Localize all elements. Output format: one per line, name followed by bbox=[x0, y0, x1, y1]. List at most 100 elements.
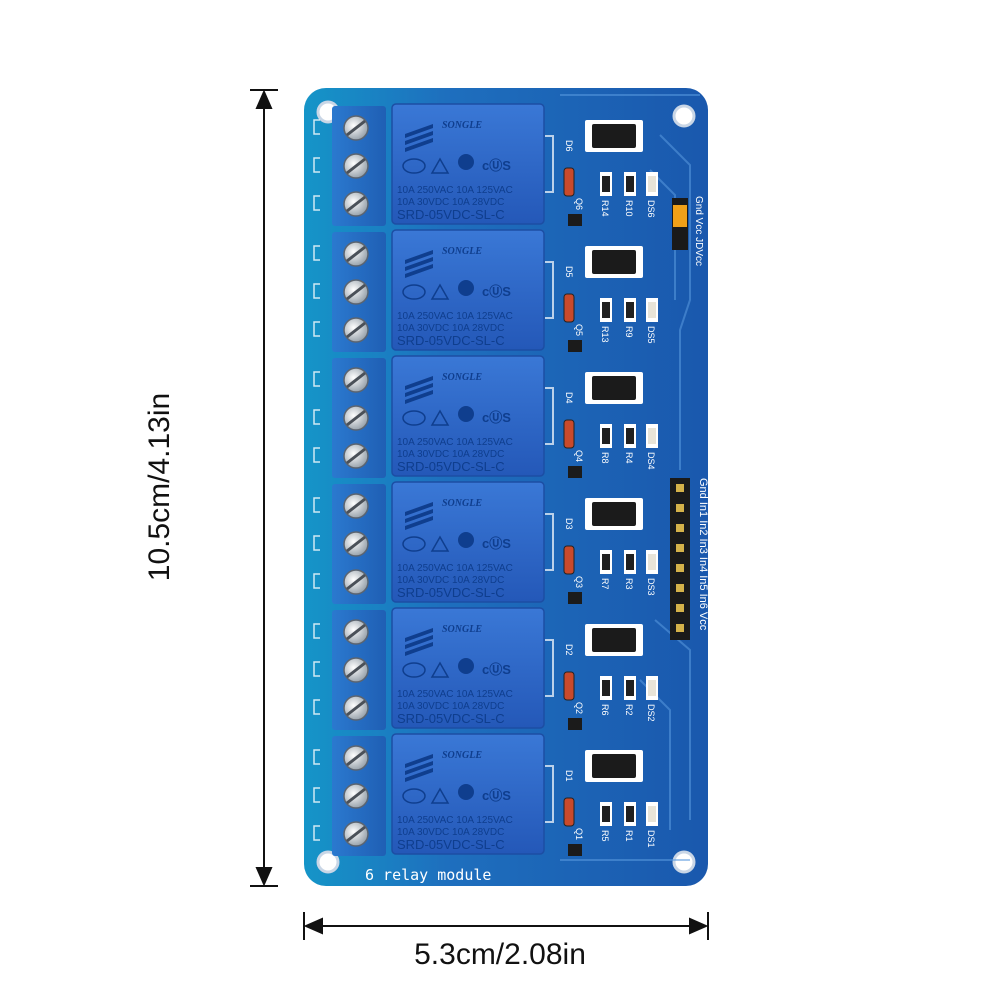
resistor bbox=[602, 302, 610, 318]
transistor bbox=[568, 340, 582, 352]
led-icon bbox=[648, 806, 656, 822]
warning-triangle-icon bbox=[430, 157, 450, 174]
relay-rating-ac: 10A 250VAC 10A 125VAC bbox=[397, 437, 513, 448]
optocoupler bbox=[592, 754, 636, 778]
diode bbox=[563, 545, 575, 575]
mounting-hole bbox=[672, 104, 696, 128]
relay-model: SRD-05VDC-SL-C bbox=[397, 711, 505, 726]
relay-rating-dc: 10A 30VDC 10A 28VDC bbox=[397, 197, 504, 208]
cqc-mark-icon bbox=[402, 158, 426, 174]
songle-logo-icon bbox=[405, 502, 433, 530]
relay-rating-ac: 10A 250VAC 10A 125VAC bbox=[397, 185, 513, 196]
cqc-mark-icon bbox=[402, 410, 426, 426]
relay-rating-ac: 10A 250VAC 10A 125VAC bbox=[397, 311, 513, 322]
warning-triangle-icon bbox=[430, 283, 450, 300]
ul-mark-icon: cⓊS bbox=[482, 662, 511, 677]
ul-mark-icon: cⓊS bbox=[482, 158, 511, 173]
resistor-label: R4 bbox=[624, 452, 634, 464]
relay-rating-ac: 10A 250VAC 10A 125VAC bbox=[397, 563, 513, 574]
vertical-dimension-arrow bbox=[250, 89, 278, 887]
diode bbox=[563, 167, 575, 197]
relay-brand: SONGLE bbox=[442, 498, 482, 509]
resistor bbox=[602, 554, 610, 570]
optocoupler bbox=[592, 250, 636, 274]
relay-brand: SONGLE bbox=[442, 246, 482, 257]
led-icon bbox=[648, 302, 656, 318]
relay-rating-ac: 10A 250VAC 10A 125VAC bbox=[397, 689, 513, 700]
resistor bbox=[626, 806, 634, 822]
resistor bbox=[602, 680, 610, 696]
songle-logo-icon bbox=[405, 754, 433, 782]
resistor-label: R9 bbox=[624, 326, 634, 338]
songle-logo-icon bbox=[405, 628, 433, 656]
resistor bbox=[602, 428, 610, 444]
diode-label: D3 bbox=[564, 518, 574, 530]
warning-triangle-icon bbox=[430, 787, 450, 804]
relay-rating-dc: 10A 30VDC 10A 28VDC bbox=[397, 449, 504, 460]
ul-mark-icon: cⓊS bbox=[482, 536, 511, 551]
width-dimension-label: 5.3cm/2.08in bbox=[414, 938, 586, 971]
resistor-label: R7 bbox=[600, 578, 610, 590]
resistor bbox=[626, 302, 634, 318]
round-dot-icon bbox=[458, 784, 474, 800]
optocoupler bbox=[592, 502, 636, 526]
transistor-label: Q4 bbox=[574, 450, 584, 462]
resistor bbox=[626, 176, 634, 192]
jumper bbox=[672, 198, 688, 250]
diode-label: D4 bbox=[564, 392, 574, 404]
relay-rating-dc: 10A 30VDC 10A 28VDC bbox=[397, 701, 504, 712]
led-label: DS6 bbox=[646, 200, 656, 218]
pin-header bbox=[670, 478, 690, 640]
diode-label: D5 bbox=[564, 266, 574, 278]
relay-rating-dc: 10A 30VDC 10A 28VDC bbox=[397, 323, 504, 334]
resistor bbox=[602, 806, 610, 822]
transistor-label: Q3 bbox=[574, 576, 584, 588]
led-label: DS3 bbox=[646, 578, 656, 596]
songle-logo-icon bbox=[405, 250, 433, 278]
led-icon bbox=[648, 176, 656, 192]
resistor-label: R1 bbox=[624, 830, 634, 842]
led-label: DS2 bbox=[646, 704, 656, 722]
mounting-hole bbox=[316, 850, 340, 874]
cqc-mark-icon bbox=[402, 536, 426, 552]
resistor bbox=[626, 554, 634, 570]
relay-model: SRD-05VDC-SL-C bbox=[397, 459, 505, 474]
relay-model: SRD-05VDC-SL-C bbox=[397, 837, 505, 852]
songle-logo-icon bbox=[405, 376, 433, 404]
led-icon bbox=[648, 428, 656, 444]
round-dot-icon bbox=[458, 280, 474, 296]
transistor-label: Q6 bbox=[574, 198, 584, 210]
songle-logo-icon bbox=[405, 124, 433, 152]
relay-rating-dc: 10A 30VDC 10A 28VDC bbox=[397, 827, 504, 838]
led-icon bbox=[648, 554, 656, 570]
resistor-label: R6 bbox=[600, 704, 610, 716]
round-dot-icon bbox=[458, 532, 474, 548]
cqc-mark-icon bbox=[402, 788, 426, 804]
horizontal-dimension-arrow bbox=[303, 912, 709, 940]
transistor-label: Q5 bbox=[574, 324, 584, 336]
optocoupler bbox=[592, 124, 636, 148]
resistor-label: R8 bbox=[600, 452, 610, 464]
diode bbox=[563, 671, 575, 701]
diode bbox=[563, 419, 575, 449]
relay-rating-dc: 10A 30VDC 10A 28VDC bbox=[397, 575, 504, 586]
jumper-label: Gnd Vcc JDVcc bbox=[693, 196, 704, 266]
relay-brand: SONGLE bbox=[442, 372, 482, 383]
diode-label: D2 bbox=[564, 644, 574, 656]
transistor-label: Q1 bbox=[574, 828, 584, 840]
diode bbox=[563, 797, 575, 827]
ul-mark-icon: cⓊS bbox=[482, 410, 511, 425]
resistor-label: R13 bbox=[600, 326, 610, 343]
resistor-label: R10 bbox=[624, 200, 634, 217]
optocoupler bbox=[592, 376, 636, 400]
led-label: DS1 bbox=[646, 830, 656, 848]
warning-triangle-icon bbox=[430, 535, 450, 552]
resistor bbox=[602, 176, 610, 192]
resistor-label: R5 bbox=[600, 830, 610, 842]
